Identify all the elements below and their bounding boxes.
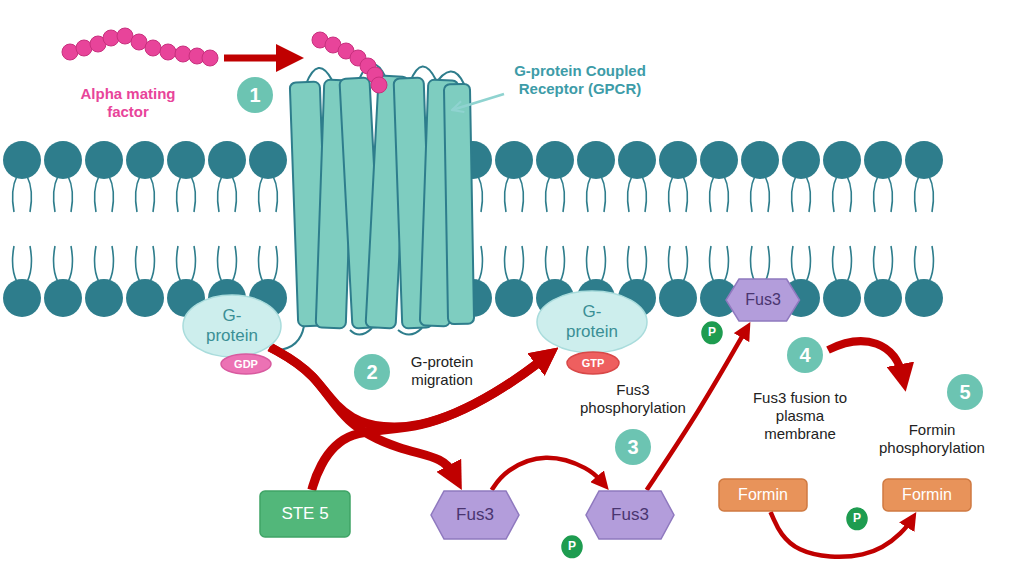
- label-box: Fus3 fusion to plasma membrane: [746, 389, 854, 443]
- callout-number: 3: [627, 435, 638, 459]
- label-box: Formin phosphorylation: [867, 421, 997, 457]
- callout-circle: 2: [354, 354, 390, 390]
- g-protein-ellipse: G- protein: [182, 294, 282, 358]
- fus3-hexagon: Fus3: [430, 490, 520, 540]
- arrow-connector: [492, 458, 603, 490]
- phosphate-circle: P: [846, 507, 868, 531]
- binding-arrow: [224, 55, 290, 62]
- step-label: Fus3 fusion to plasma membrane: [746, 389, 854, 443]
- callout-circle: 3: [615, 429, 651, 465]
- label-box: Alpha mating factor: [63, 85, 193, 121]
- node-text: STE 5: [281, 504, 328, 524]
- label-box: G-protein Coupled Receptor (GPCR): [498, 62, 663, 98]
- fus3-hexagon: Fus3: [585, 490, 675, 540]
- gpcr-receptor: [278, 64, 474, 350]
- node-text: P: [853, 512, 861, 526]
- callout-number: 2: [366, 360, 377, 384]
- label-box: G-protein migration: [396, 353, 488, 389]
- formin-signal-arrow: [828, 341, 903, 378]
- phosphate-circle: P: [561, 535, 583, 559]
- gtp-badge: GTP: [566, 351, 620, 375]
- node-text: Fus3: [611, 505, 649, 525]
- label-box: Fus3 phosphorylation: [572, 381, 694, 417]
- molecule-label: Alpha mating factor: [63, 85, 193, 121]
- fus3-hexagon: Fus3: [725, 278, 801, 322]
- formin-box: Formin: [882, 478, 972, 512]
- formin-box: Formin: [718, 478, 808, 512]
- gdp-badge: GDP: [220, 353, 272, 375]
- callout-circle: 1: [237, 77, 273, 113]
- callout-circle: 5: [947, 374, 983, 410]
- g-protein-ellipse: G- protein: [536, 290, 648, 354]
- node-text: Fus3: [745, 291, 781, 309]
- step-label: Formin phosphorylation: [867, 421, 997, 457]
- ste5-box: STE 5: [259, 490, 351, 538]
- phosphate-circle: P: [701, 321, 723, 345]
- callout-number: 5: [959, 380, 970, 404]
- step-label: G-protein migration: [396, 353, 488, 389]
- arrow-connector: [771, 512, 912, 557]
- node-text: G- protein: [561, 302, 623, 341]
- outer-leaflet: [3, 141, 943, 212]
- step-label: Fus3 phosphorylation: [572, 381, 694, 417]
- callout-circle: 4: [787, 337, 823, 373]
- node-text: P: [708, 326, 716, 340]
- node-text: Formin: [902, 486, 952, 504]
- node-text: Formin: [738, 486, 788, 504]
- gpcr-leader: [452, 94, 504, 110]
- callout-number: 1: [249, 83, 260, 107]
- alpha-factor-chain: [62, 28, 387, 93]
- node-text: GTP: [582, 357, 605, 370]
- callout-number: 4: [799, 343, 810, 367]
- part-label: G-protein Coupled Receptor (GPCR): [498, 62, 663, 98]
- node-text: Fus3: [456, 505, 494, 525]
- node-text: G- protein: [201, 306, 263, 345]
- node-text: P: [568, 540, 576, 554]
- node-text: GDP: [234, 358, 258, 371]
